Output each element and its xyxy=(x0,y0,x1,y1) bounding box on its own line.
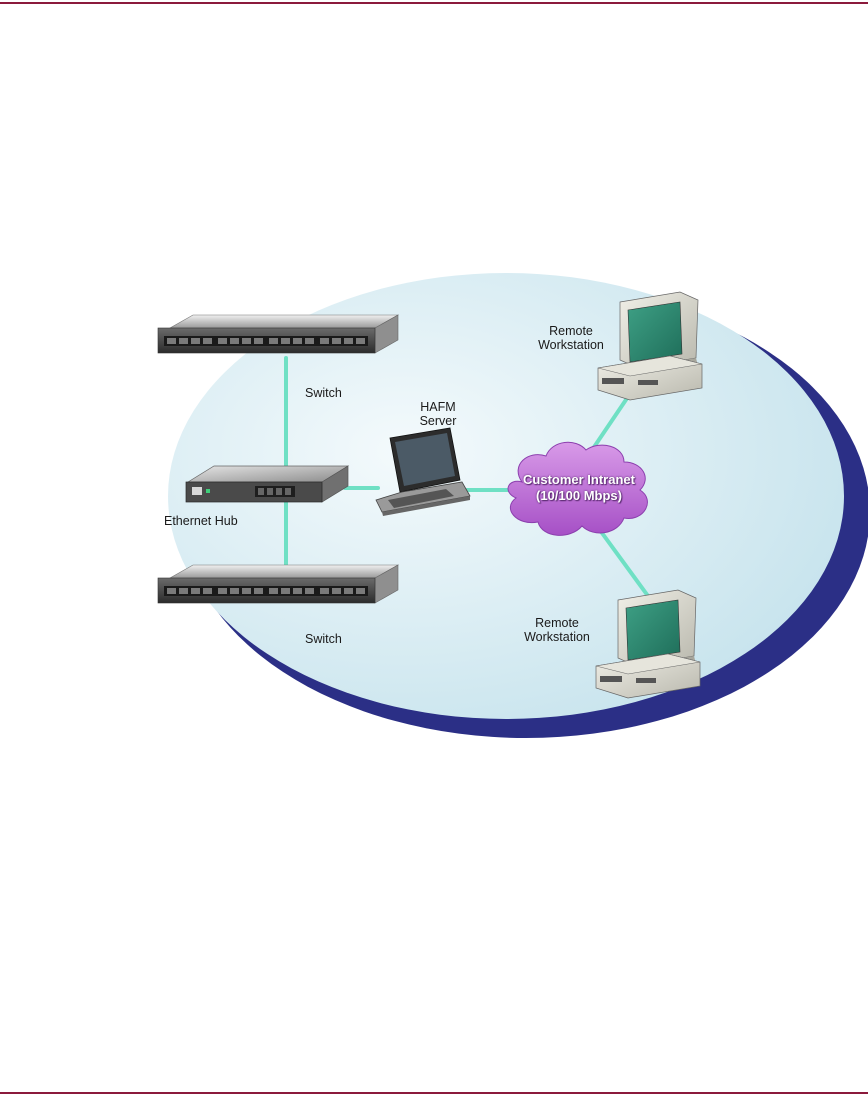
cloud-label-line1: Customer Intranet xyxy=(523,472,635,487)
workstation-bottom-device xyxy=(595,589,701,699)
ethernet-hub-device xyxy=(185,465,350,503)
hafm-server-label-line1: HAFM xyxy=(420,400,456,414)
workstation-top-device xyxy=(597,291,703,401)
ethernet-hub-label: Ethernet Hub xyxy=(164,514,238,528)
switch-bottom-device xyxy=(157,564,400,604)
workstation-top-label-line1: Remote xyxy=(549,324,593,338)
intranet-cloud xyxy=(507,441,648,536)
link-cloud-workstation-bottom xyxy=(592,520,650,598)
workstation-bottom-label: Remote Workstation xyxy=(512,616,602,644)
workstation-top-label-line2: Workstation xyxy=(538,338,604,352)
workstation-top-label: Remote Workstation xyxy=(526,324,616,352)
cloud-label: Customer Intranet (10/100 Mbps) xyxy=(504,472,654,504)
bottom-rule xyxy=(0,1092,868,1094)
hafm-server-label: HAFM Server xyxy=(408,400,468,428)
hafm-server-label-line2: Server xyxy=(419,414,457,428)
workstation-bottom-label-line2: Workstation xyxy=(524,630,590,644)
cloud-label-line2: (10/100 Mbps) xyxy=(536,488,622,503)
laptop-device xyxy=(375,427,471,516)
network-diagram: Switch HAFM Server Ethernet Hub Switch R… xyxy=(150,260,868,740)
switch-top-label: Switch xyxy=(305,386,342,400)
switch-top-device xyxy=(157,314,400,354)
network-diagram-graphics xyxy=(157,273,868,738)
top-rule xyxy=(0,2,868,4)
workstation-bottom-label-line1: Remote xyxy=(535,616,579,630)
switch-bottom-label: Switch xyxy=(305,632,342,646)
